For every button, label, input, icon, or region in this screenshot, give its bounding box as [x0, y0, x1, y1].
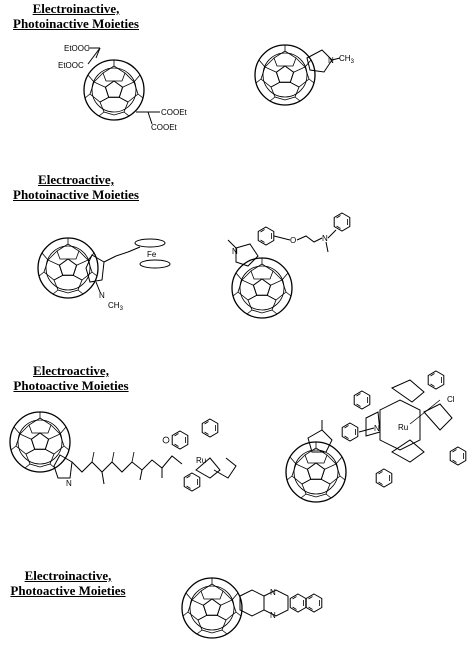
heading-line-2: Photoinactive Moieties	[13, 187, 139, 202]
n-atom-label: N	[66, 479, 72, 488]
fullerene-ruthenium-porphyrin-structure: N Ru Cl	[285, 370, 467, 503]
n-atom-label: N	[270, 588, 276, 597]
fullerene-malonate-structure: EtOOC EtOOC COOEt COOEt	[58, 44, 188, 132]
fullerene-amine-structure: N O N	[227, 212, 351, 319]
fullerene-pyrrolidine-structure: N CH3	[254, 44, 355, 106]
heading-line-2: Photoactive Moieties	[10, 583, 126, 598]
cooet-label-2: COOEt	[151, 123, 178, 132]
heading-line-1: Electroinactive,	[32, 1, 120, 16]
n-atom-label: N	[270, 611, 276, 620]
heading-line-2: Photoactive Moieties	[13, 378, 129, 393]
fullerene-carotene-ruthenium-structure: N Ru	[9, 411, 237, 492]
heading-line-1: Electroinactive,	[24, 568, 112, 583]
etooc-label-1: EtOOC	[64, 44, 90, 53]
section-heading-4: Electroinactive, Photoactive Moieties	[0, 568, 136, 598]
n-atom-label: N	[374, 424, 380, 433]
fullerene-ferrocene-structure: Fe N CH3	[37, 237, 171, 312]
section-heading-1: Electroinactive, Photoinactive Moieties	[0, 1, 152, 31]
ru-label: Ru	[196, 456, 206, 465]
n-atom-label: N	[322, 234, 328, 243]
etooc-label-2: EtOOC	[58, 61, 84, 70]
heading-line-2: Photoinactive Moieties	[13, 16, 139, 31]
section-heading-3: Electroactive, Photoactive Moieties	[0, 363, 142, 393]
fe-label: Fe	[147, 250, 157, 259]
n-atom-label: N	[232, 247, 238, 256]
o-atom-label: O	[290, 236, 296, 245]
heading-line-1: Electroactive,	[33, 363, 109, 378]
ch3-label: CH3	[339, 54, 355, 65]
n-atom-label: N	[99, 291, 105, 300]
fullerene-phenazine-structure: N N	[181, 577, 323, 639]
section-heading-2: Electroactive, Photoinactive Moieties	[0, 172, 152, 202]
n-atom-label: N	[328, 56, 334, 65]
ru-label: Ru	[398, 423, 408, 432]
heading-line-1: Electroactive,	[38, 172, 114, 187]
cooet-label-1: COOEt	[161, 108, 188, 117]
ch3-label: CH3	[108, 301, 124, 312]
cl-label: Cl	[447, 395, 455, 404]
